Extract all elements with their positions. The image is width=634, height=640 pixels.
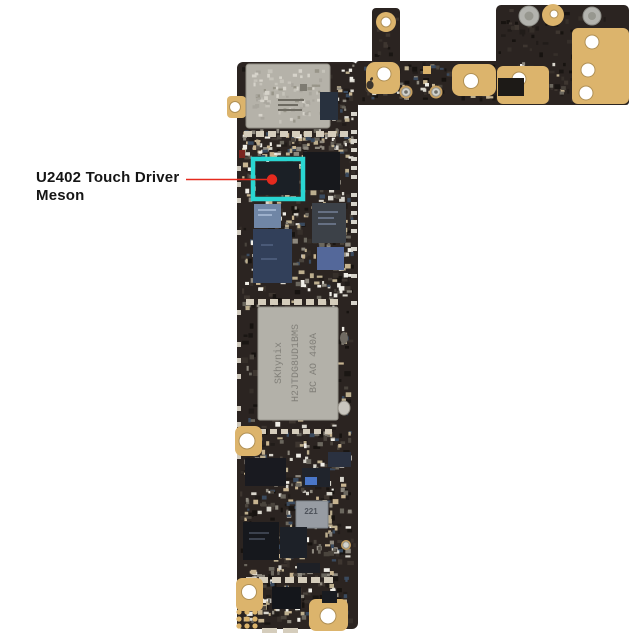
chips: SKhynix H2JTDG8UD1BMS BC AO 440A 221 <box>239 78 524 609</box>
audio-chip-marking: 221 <box>304 507 318 516</box>
touch-driver-chip <box>256 162 299 195</box>
chip <box>303 152 340 190</box>
board-hole <box>337 400 351 416</box>
chip <box>317 247 344 270</box>
audio-chip: 221 <box>295 500 329 529</box>
nand-chip: SKhynix H2JTDG8UD1BMS BC AO 440A <box>257 306 339 421</box>
nand-marking-1: SKhynix <box>273 342 285 384</box>
chip <box>322 591 337 603</box>
capacitor <box>305 477 317 485</box>
callout <box>186 156 306 202</box>
nand-marking-3: BC AO 440A <box>309 333 320 393</box>
chip <box>280 527 307 558</box>
wifi-shield <box>245 63 331 129</box>
chip <box>253 229 292 283</box>
chip-label-line1: U2402 Touch Driver <box>36 169 180 186</box>
chip <box>328 452 351 467</box>
gold-square-arm <box>423 66 431 74</box>
chip <box>272 587 301 609</box>
coax-connector-icon <box>399 85 413 99</box>
chip-label-line2: Meson <box>36 187 85 204</box>
chip-label: U2402 Touch Driver Meson <box>36 169 179 205</box>
apple-logo-icon <box>366 77 374 90</box>
chip <box>320 92 338 120</box>
gold-block-right <box>572 28 629 104</box>
callout-dot <box>266 174 278 185</box>
gold-test-point-grid <box>236 602 258 629</box>
coax-connector-icon <box>429 85 443 99</box>
coax-connector-icon <box>341 540 351 550</box>
chip <box>245 458 286 486</box>
rf-connectors <box>341 85 443 550</box>
chip <box>498 78 524 96</box>
chip <box>243 522 279 560</box>
component <box>239 150 245 158</box>
chip <box>297 563 320 573</box>
nand-marking-2: H2JTDG8UD1BMS <box>291 324 302 402</box>
screws <box>518 5 602 27</box>
board-hole <box>340 332 348 344</box>
